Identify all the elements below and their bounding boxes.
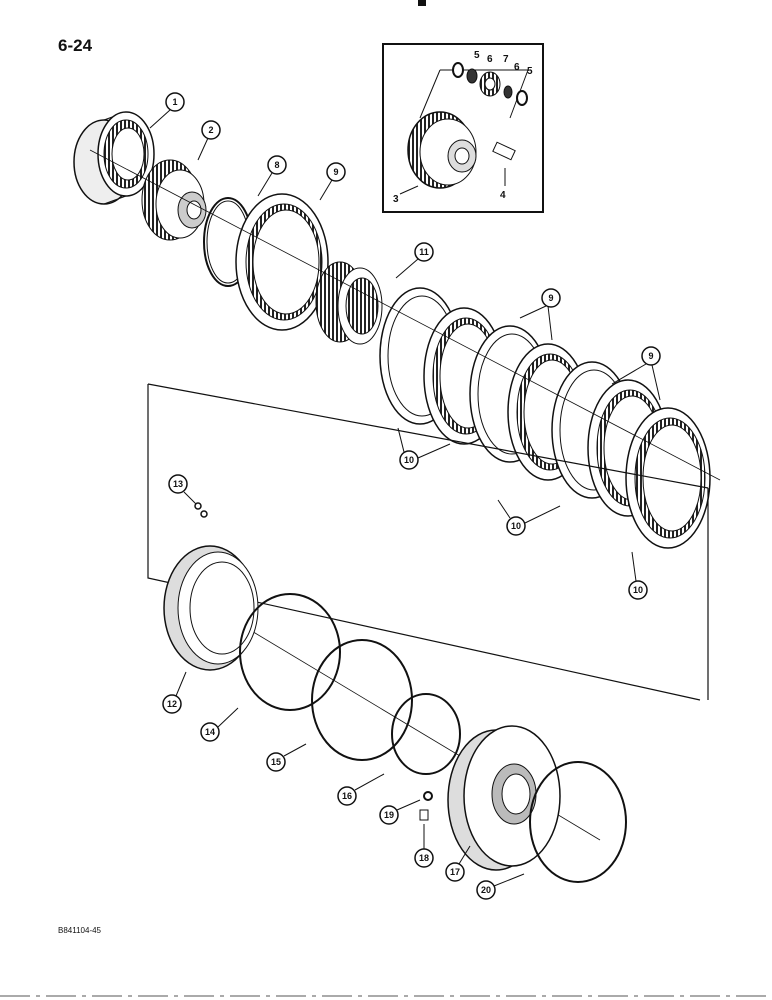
callout-10c: 10 [633,585,643,595]
part-ring-gear [73,111,155,205]
inset-callout-3: 3 [393,194,399,205]
callout-8: 8 [274,160,279,170]
callouts [149,92,661,900]
inset-detail-box [382,43,544,213]
part-ball-19 [423,791,433,801]
part-seal-ring-16 [391,693,461,775]
reference-code: B841104-45 [58,926,101,935]
callout-16: 16 [342,791,352,801]
callout-9c: 9 [648,351,653,361]
page-number: 6-24 [58,36,93,55]
part-plug-18 [419,809,429,821]
callout-2: 2 [208,125,213,135]
part-screw-13 [194,502,202,510]
callout-1: 1 [172,97,177,107]
part-housing [447,725,561,871]
inset-callout-6b: 6 [514,62,520,73]
callout-15: 15 [271,757,281,767]
part-planet-carrier [141,159,207,241]
callout-18: 18 [419,853,429,863]
callout-12: 12 [167,699,177,709]
inset-callout-5a: 5 [474,50,480,61]
part-hub [315,261,383,345]
callout-9b: 9 [548,293,553,303]
callout-10a: 10 [404,455,414,465]
callout-17: 17 [450,867,460,877]
part-seal-ring-14 [239,593,341,711]
callout-10b: 10 [511,521,521,531]
part-plate-9 [235,193,329,331]
callout-19: 19 [384,810,394,820]
inset-callout-7: 7 [503,54,509,65]
callout-9: 9 [333,167,338,177]
part-piston-seal [163,545,259,671]
inset-callout-4: 4 [500,190,506,201]
callout-20: 20 [481,885,491,895]
callout-11: 11 [419,247,429,257]
callout-14: 14 [205,727,215,737]
inset-callout-5b: 5 [527,66,533,77]
callout-13: 13 [173,479,183,489]
inset-callout-6a: 6 [487,54,493,65]
part-seal-ring-15 [311,639,413,761]
clutch-pack [379,287,711,549]
part-snap-ring-20 [529,761,627,883]
